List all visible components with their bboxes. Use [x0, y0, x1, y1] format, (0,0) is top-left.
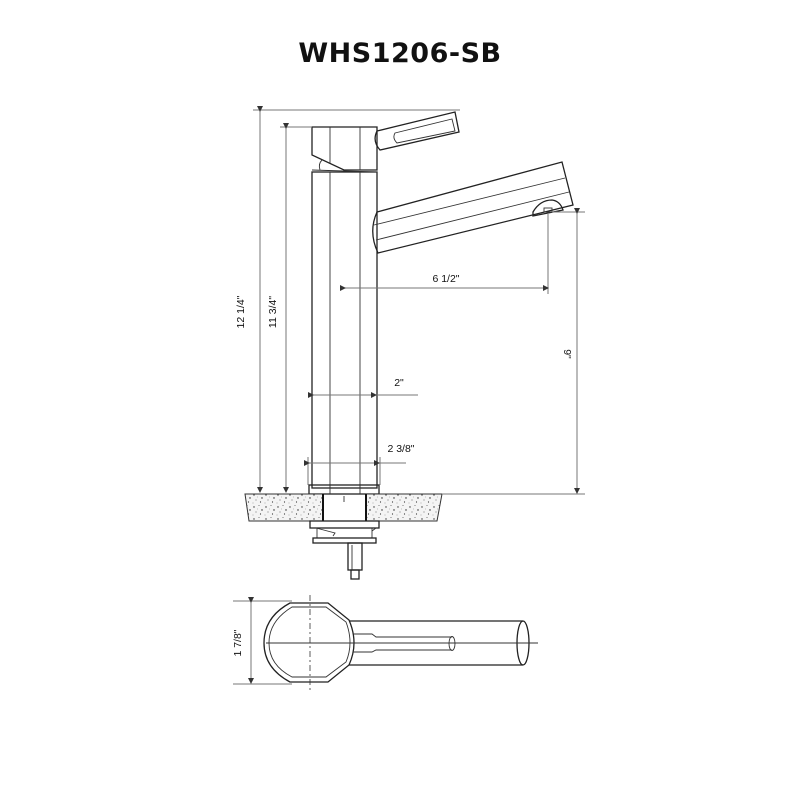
product-model-title: WHS1206-SB: [298, 38, 502, 69]
dimension-overall-height: 12 1/4": [235, 106, 460, 493]
dimension-spout-reach: 6 1/2": [340, 214, 549, 294]
front-view: 12 1/4" 11 3/4" 6 1/2" 9" 2": [235, 106, 585, 580]
base-diameter-label: 2 3/8": [387, 443, 414, 455]
faucet-handle-lever: [374, 111, 460, 151]
dimension-spout-height: 9": [552, 208, 585, 494]
dimension-body-diameter: 2": [308, 377, 418, 398]
spout-height-label: 9": [561, 349, 573, 359]
countertop: [244, 493, 585, 522]
top-view-width-label: 1 7/8": [232, 629, 244, 656]
dimension-top-view-width: 1 7/8": [232, 597, 292, 685]
mounting-hardware: [309, 520, 380, 580]
body-height-label: 11 3/4": [267, 296, 279, 328]
faucet-body: [311, 169, 378, 489]
spout-reach-label: 6 1/2": [432, 273, 459, 285]
faucet-spout: [372, 161, 574, 254]
dimension-body-height: 11 3/4": [267, 123, 312, 493]
overall-height-label: 12 1/4": [235, 295, 247, 328]
faucet-handle-cap: [311, 126, 378, 171]
body-diameter-label: 2": [394, 377, 404, 389]
top-view: 1 7/8": [232, 595, 538, 692]
dimension-base-diameter: 2 3/8": [304, 443, 415, 485]
faucet-base: [308, 484, 380, 495]
